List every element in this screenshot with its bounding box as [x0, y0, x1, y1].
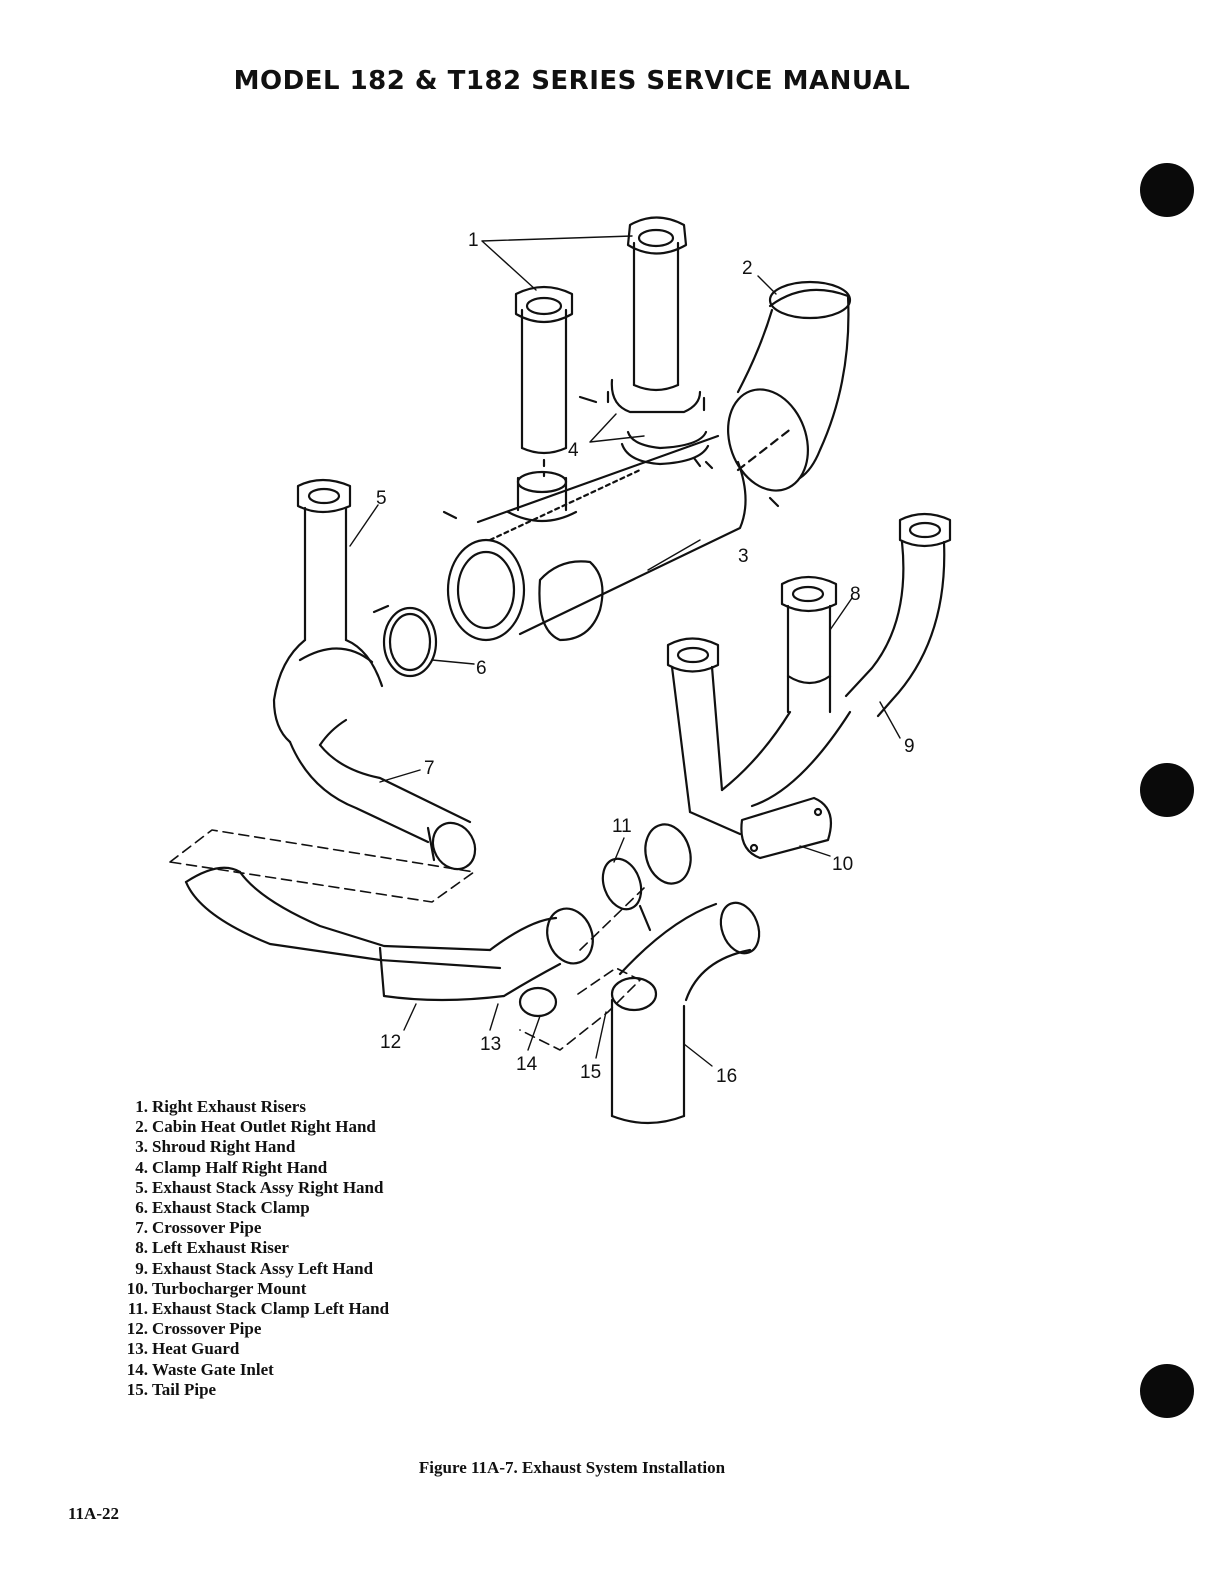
- legend-item: 14.Waste Gate Inlet: [126, 1359, 274, 1379]
- page-title: MODEL 182 & T182 SERIES SERVICE MANUAL: [233, 66, 911, 96]
- legend-item: 15.Tail Pipe: [126, 1379, 217, 1399]
- callout-6: 6: [476, 658, 487, 679]
- cabin-heat-outlet: [727, 280, 852, 492]
- legend-item: 2.Cabin Heat Outlet Right Hand: [135, 1117, 376, 1137]
- callout-3: 3: [738, 546, 749, 567]
- callout-12: 12: [380, 1032, 401, 1053]
- legend-item: 5.Exhaust Stack Assy Right Hand: [135, 1177, 384, 1197]
- callout-13: 13: [480, 1034, 501, 1055]
- legend-item: 8.Left Exhaust Riser: [135, 1238, 289, 1258]
- leader-lines: [349, 235, 901, 1067]
- callout-numbers: 1 2 3 4 5 6 7 8 9 10 11 12 13 14 15 16: [376, 230, 915, 1087]
- callout-4: 4: [568, 440, 579, 461]
- legend-item: 6.Exhaust Stack Clamp: [135, 1198, 310, 1218]
- exhaust-stack-clamp: [372, 604, 438, 678]
- callout-11: 11: [612, 816, 632, 837]
- figure-caption: Figure 11A-7. Exhaust System Installatio…: [418, 1458, 726, 1477]
- assembly-guides: [169, 829, 645, 1051]
- clamp-halves: [578, 378, 780, 508]
- callout-8: 8: [850, 584, 861, 605]
- callout-2: 2: [742, 258, 753, 279]
- tail-pipe: [610, 901, 761, 1125]
- callout-10: 10: [832, 854, 853, 875]
- legend-item: 9.Exhaust Stack Assy Left Hand: [135, 1258, 374, 1278]
- shroud-right-hand: [442, 434, 747, 642]
- parts-legend: 1.Right Exhaust Risers 2.Cabin Heat Outl…: [108, 1097, 389, 1400]
- legend-item: 10.Turbocharger Mount: [126, 1278, 307, 1298]
- callout-7: 7: [424, 758, 435, 779]
- binder-hole-bottom: [1140, 1364, 1194, 1418]
- legend-item: 1.Right Exhaust Risers: [135, 1097, 306, 1116]
- legend-item: 4.Clamp Half Right Hand: [135, 1157, 328, 1177]
- binder-hole-middle: [1140, 763, 1194, 817]
- exhaust-stack-clamp-left: [601, 857, 652, 932]
- page-number: 11A-22: [68, 1504, 119, 1523]
- crossover-pipe-upper: [288, 740, 477, 871]
- exhaust-stack-right-hand: [272, 478, 384, 747]
- callout-5: 5: [376, 488, 387, 509]
- legend-item: 13.Heat Guard: [126, 1339, 240, 1359]
- binder-hole-top: [1140, 163, 1194, 217]
- callout-9: 9: [904, 736, 915, 757]
- right-exhaust-risers: [514, 216, 688, 455]
- legend-item: 7.Crossover Pipe: [135, 1218, 262, 1238]
- crossover-pipe-lower: [184, 866, 594, 1018]
- callout-1: 1: [468, 230, 479, 251]
- exhaust-stack-left-hand: [644, 512, 952, 885]
- legend-item: 12.Crossover Pipe: [126, 1319, 262, 1339]
- legend-item: 11.Exhaust Stack Clamp Left Hand: [127, 1299, 390, 1319]
- turbocharger-mount: [740, 796, 832, 860]
- legend-item: 3.Shroud Right Hand: [135, 1137, 296, 1157]
- callout-16: 16: [716, 1066, 737, 1087]
- callout-14: 14: [516, 1054, 538, 1075]
- callout-15: 15: [580, 1062, 601, 1083]
